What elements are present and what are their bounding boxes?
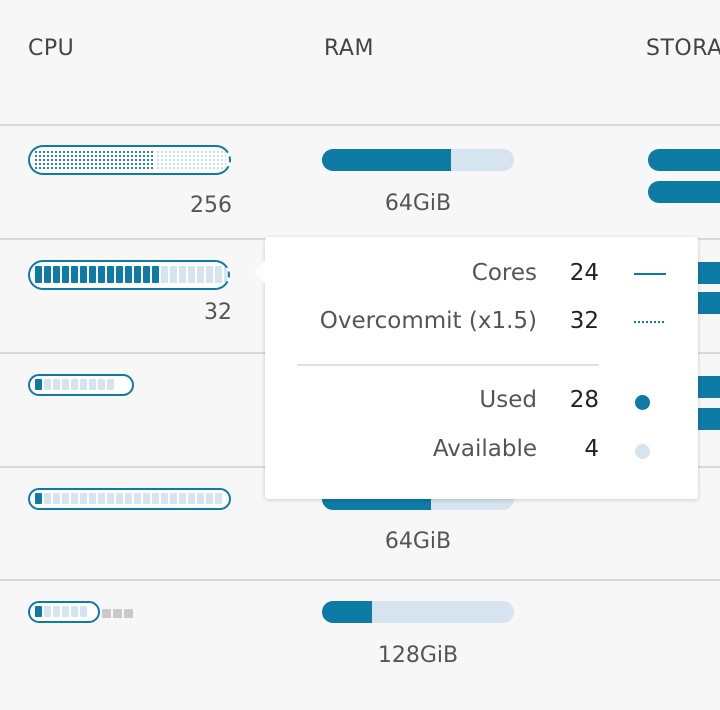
- solid-line-legend-icon: [634, 273, 666, 275]
- cpu-overflow-cells: [102, 609, 133, 618]
- divider: [0, 124, 720, 126]
- ram-value: 64GiB: [384, 529, 452, 554]
- tooltip-value: 4: [584, 436, 599, 462]
- tooltip-value: 28: [569, 387, 599, 413]
- ram-usage-bar[interactable]: [322, 149, 514, 171]
- tooltip-label: Overcommit (x1.5): [319, 308, 537, 334]
- storage-bar[interactable]: [648, 149, 720, 171]
- used-dot-icon: [635, 395, 650, 410]
- cpu-usage-bar[interactable]: [28, 260, 230, 290]
- cpu-core-cells: [35, 606, 87, 617]
- storage-bar[interactable]: [648, 181, 720, 203]
- cpu-used-fill: [34, 150, 154, 170]
- column-header-storage[interactable]: STORA: [646, 36, 720, 61]
- cpu-value: 256: [190, 193, 232, 218]
- column-header-ram[interactable]: RAM: [324, 36, 374, 61]
- column-header-cpu[interactable]: CPU: [28, 36, 75, 61]
- tooltip-row-used: Used 28: [265, 387, 698, 417]
- cpu-core-cells: [35, 379, 114, 390]
- tooltip-value: 24: [569, 260, 599, 286]
- tooltip-label: Available: [432, 436, 537, 462]
- table-row[interactable]: 128GiB: [0, 581, 720, 693]
- cpu-core-cells: [35, 266, 228, 283]
- cpu-core-cells: [35, 493, 222, 504]
- ram-value: 64GiB: [384, 191, 452, 216]
- cpu-available-fill: [156, 150, 226, 170]
- ram-value: 128GiB: [377, 643, 459, 668]
- ram-used-fill: [322, 149, 451, 171]
- table-row[interactable]: 256 64GiB: [0, 125, 720, 237]
- ram-usage-bar[interactable]: [322, 601, 514, 623]
- cpu-value: 32: [204, 300, 232, 325]
- cpu-usage-bar[interactable]: [28, 488, 231, 510]
- tooltip-row-available: Available 4: [265, 436, 698, 466]
- dashed-line-legend-icon: [634, 321, 664, 323]
- divider: [0, 579, 720, 581]
- available-dot-icon: [635, 444, 650, 459]
- tooltip-label: Cores: [471, 260, 537, 286]
- tooltip-label: Used: [479, 387, 537, 413]
- tooltip-row-cores: Cores 24: [265, 260, 698, 290]
- tooltip-value: 32: [569, 308, 599, 334]
- ram-used-fill: [322, 601, 372, 623]
- cpu-tooltip: Cores 24 Overcommit (x1.5) 32 Used 28 Av…: [254, 237, 698, 499]
- tooltip-separator: [297, 364, 599, 366]
- cpu-usage-bar[interactable]: [28, 145, 231, 175]
- cpu-usage-bar[interactable]: [28, 374, 134, 396]
- tooltip-row-overcommit: Overcommit (x1.5) 32: [265, 308, 698, 338]
- cpu-usage-bar[interactable]: [28, 601, 100, 623]
